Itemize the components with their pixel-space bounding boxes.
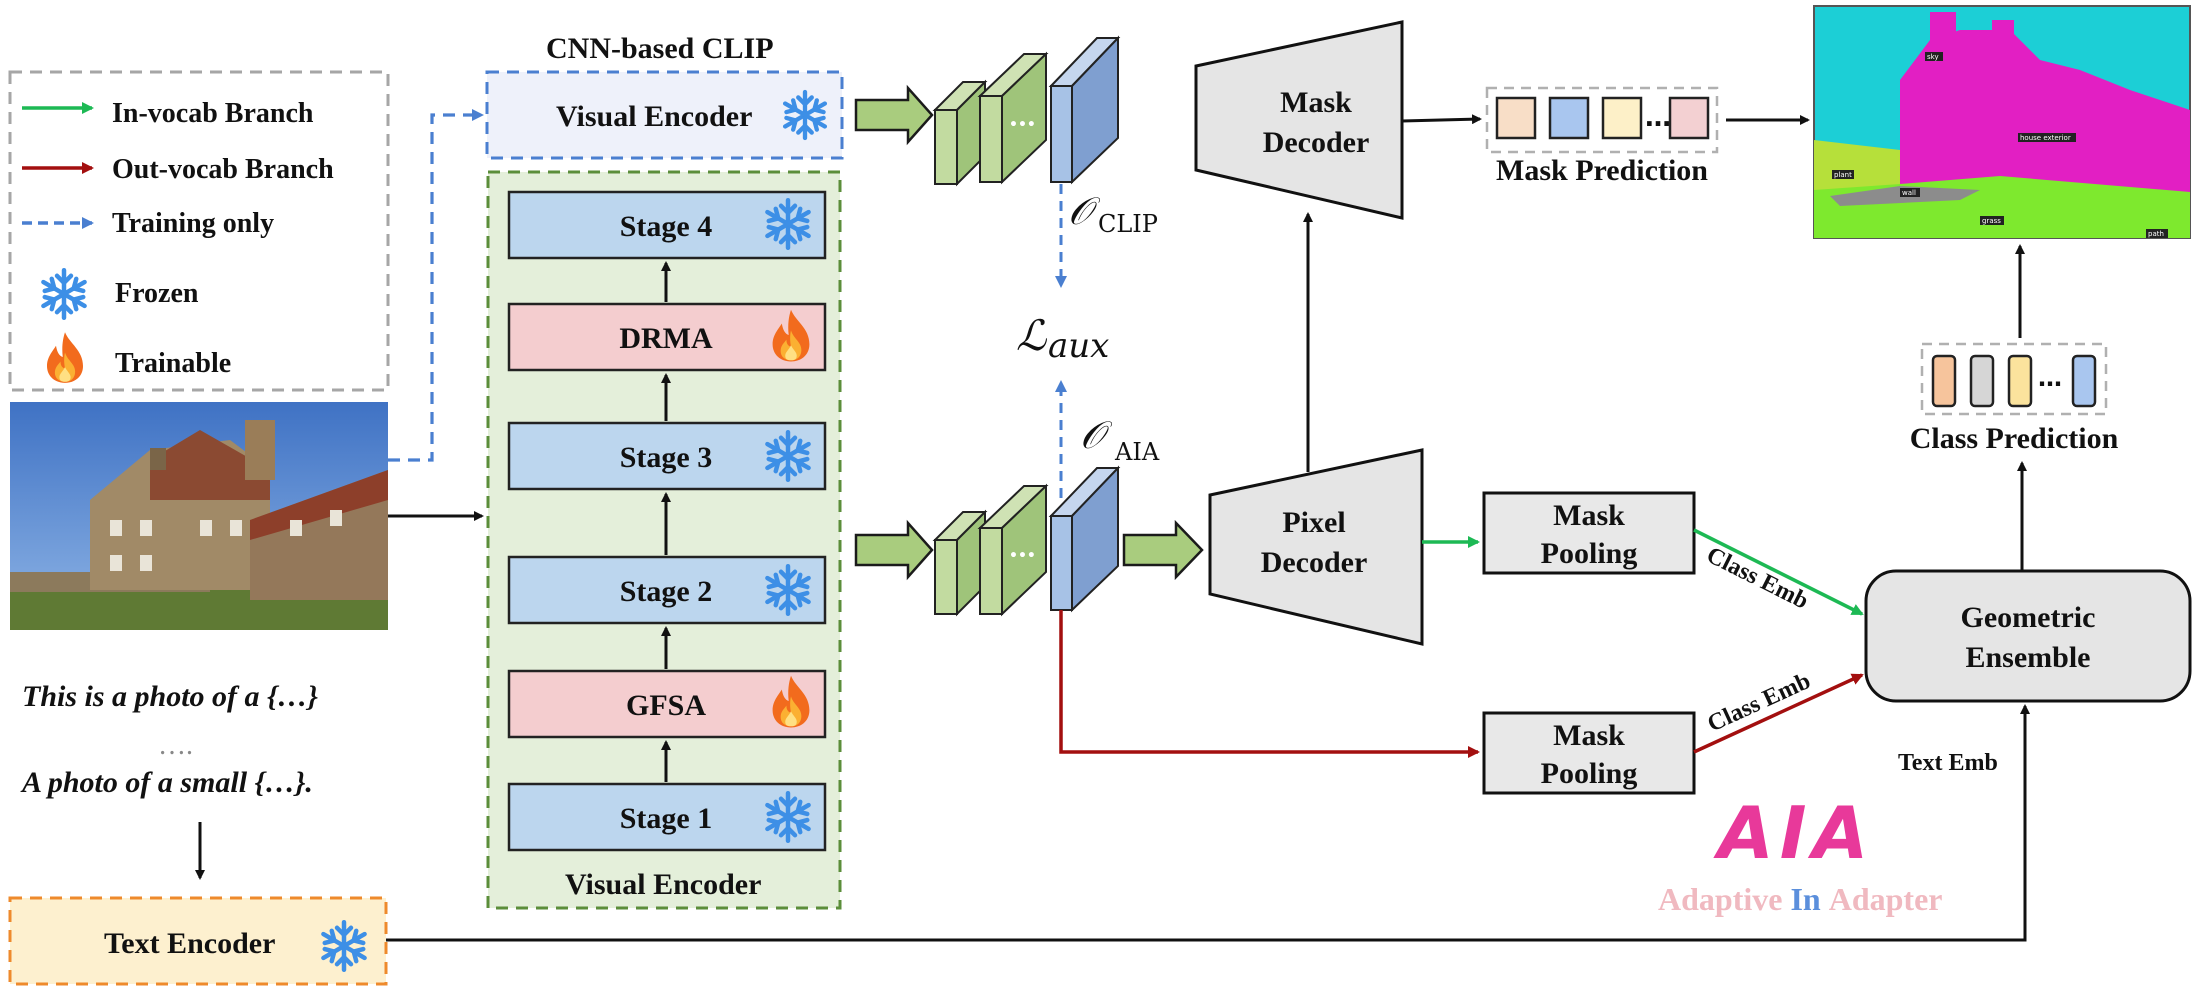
loss-subscript: aux: [1048, 326, 1109, 366]
stage-4-block: Stage 4: [507, 190, 827, 260]
legend: In-vocab Branch Out-vocab Branch Trainin…: [8, 70, 390, 392]
mask-prediction-ellipsis: …: [1645, 103, 1671, 133]
clip-feature-stack: •••: [932, 35, 1121, 187]
stage-3-block: Stage 3: [507, 421, 827, 491]
mask-prediction-label: Mask Prediction: [1496, 154, 1708, 187]
legend-trainable-label: Trainable: [115, 348, 231, 379]
mask-pooling-in-label-1: Mask: [1553, 499, 1625, 532]
seg-label-house: house exterior: [2020, 134, 2071, 142]
drma-label: DRMA: [619, 322, 713, 355]
o-clip-symbol: 𝒪: [1068, 189, 1101, 233]
o-aia-symbol: 𝒪: [1080, 413, 1113, 457]
pooling-to-ensemble-red-arrow: [1693, 673, 1864, 754]
prompt-ellipsis: ….: [158, 730, 193, 761]
seg-label-plant: plant: [1834, 171, 1852, 179]
mask-prediction: … Mask Prediction: [1485, 86, 1719, 187]
stage-1-block: Stage 1: [507, 782, 827, 852]
mask-decoder: Mask Decoder: [1194, 20, 1404, 220]
text-encoder-to-ensemble-arrow: [386, 704, 2030, 942]
clip-visual-encoder-label: Visual Encoder: [556, 100, 752, 133]
stage-4-label: Stage 4: [620, 210, 713, 243]
mask-pooling-in-label-2: Pooling: [1541, 537, 1638, 570]
clip-title: CNN-based CLIP: [546, 32, 774, 65]
seg-label-wall: wall: [1902, 189, 1916, 197]
mask-pooling-out-vocab: Mask Pooling: [1482, 711, 1696, 795]
legend-out-vocab-label: Out-vocab Branch: [112, 154, 334, 185]
prompt-line-1: This is a photo of a {…}: [22, 680, 318, 713]
mask-decoder-label-2: Decoder: [1263, 126, 1370, 159]
mask-pooling-out-label-2: Pooling: [1541, 757, 1638, 790]
drma-block: DRMA: [507, 302, 827, 372]
mask-decoder-to-prediction-arrow: [1401, 114, 1482, 125]
mask-pooling-out-label-1: Mask: [1553, 719, 1625, 752]
legend-in-vocab-label: In-vocab Branch: [112, 98, 314, 129]
geometric-ensemble-label-1: Geometric: [1961, 601, 2096, 634]
seg-label-path: path: [2148, 230, 2164, 238]
loss-symbol: ℒ: [1016, 311, 1047, 360]
pixel-decoder: Pixel Decoder: [1208, 448, 1424, 646]
text-emb-label: Text Emb: [1898, 750, 1998, 776]
pixel-decoder-label-1: Pixel: [1282, 506, 1345, 539]
segmentation-output: sky house exterior plant wall grass path: [1813, 5, 2191, 239]
prompt-line-2: A photo of a small {…}.: [20, 766, 313, 799]
to-pixel-decoder-arrow: [1122, 519, 1204, 581]
aia-visual-encoder-label: Visual Encoder: [565, 868, 761, 901]
stage-3-label: Stage 3: [620, 441, 713, 474]
aia-feature-stack: •••: [932, 465, 1121, 617]
seg-label-grass: grass: [1982, 217, 2001, 225]
geometric-ensemble: Geometric Ensemble: [1864, 569, 2192, 703]
class-prediction-ellipsis: …: [2038, 364, 2062, 392]
legend-training-label: Training only: [112, 208, 274, 239]
seg-label-sky: sky: [1927, 53, 1939, 61]
text-encoder-label: Text Encoder: [104, 927, 275, 960]
text-encoder: Text Encoder: [8, 896, 388, 986]
input-photo: [10, 402, 388, 630]
photo-to-clip-training-arrow: [388, 109, 484, 462]
mask-pooling-in-vocab: Mask Pooling: [1482, 491, 1696, 575]
aia-to-pooling-red-arrow: [1059, 610, 1480, 758]
aia-stack-ellipsis: •••: [1009, 548, 1036, 564]
pixel-decoder-label-2: Decoder: [1261, 546, 1368, 579]
legend-frozen-label: Frozen: [115, 278, 199, 309]
geometric-ensemble-label-2: Ensemble: [1965, 641, 2090, 674]
class-prediction: … Class Prediction: [1910, 342, 2119, 455]
clip-visual-encoder: Visual Encoder: [485, 70, 844, 160]
aia-logo-letters: AIA: [1713, 791, 1874, 875]
stage-2-block: Stage 2: [507, 555, 827, 625]
class-prediction-label: Class Prediction: [1910, 422, 2119, 455]
gfsa-block: GFSA: [507, 669, 827, 739]
stage-2-label: Stage 2: [620, 575, 713, 608]
clip-stack-ellipsis: •••: [1009, 117, 1036, 133]
class-emb-in-label: Class Emb: [1702, 542, 1812, 615]
stage-1-label: Stage 1: [620, 802, 713, 835]
clip-feature-arrow: [854, 84, 934, 146]
mask-decoder-label-1: Mask: [1280, 86, 1352, 119]
o-clip-subscript: CLIP: [1098, 210, 1158, 238]
gfsa-label: GFSA: [626, 689, 706, 722]
pooling-to-ensemble-green-arrow: [1693, 528, 1864, 616]
aia-feature-arrow: [854, 519, 934, 581]
o-aia-subscript: AIA: [1114, 438, 1160, 466]
